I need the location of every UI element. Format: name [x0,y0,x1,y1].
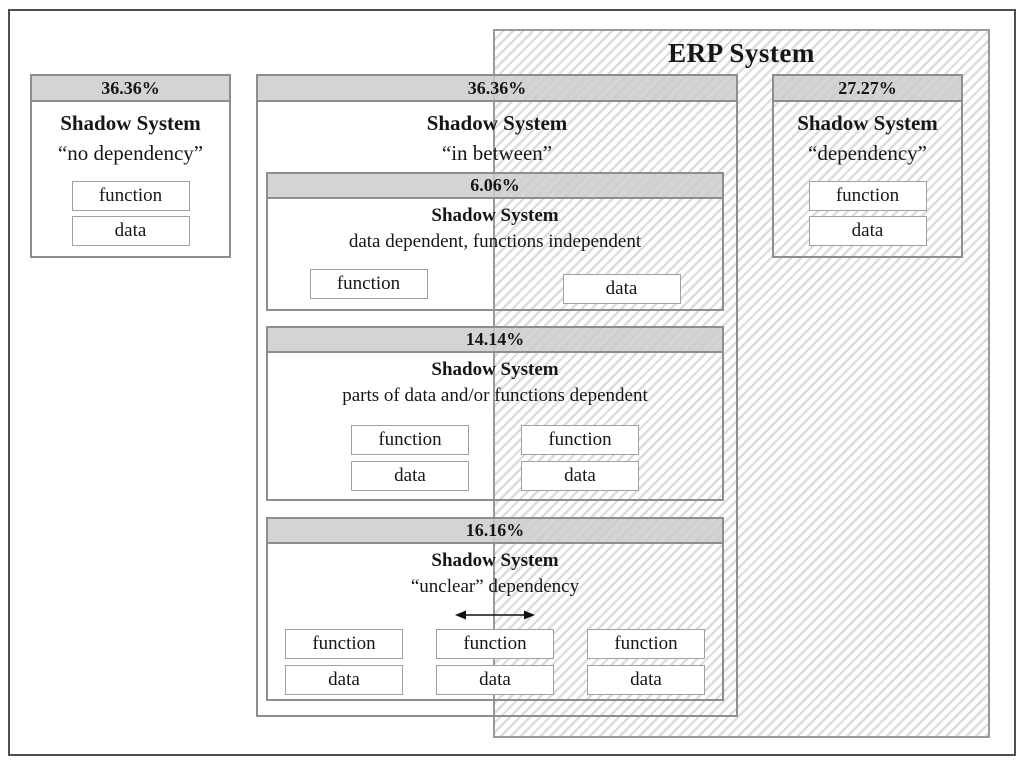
shadow-system-parts-dependent-box: 14.14% Shadow System parts of data and/o… [266,326,724,501]
double-arrow-icon [268,608,722,621]
function-chip: function [309,269,428,299]
function-chip: function [521,425,639,455]
shadow-system-unclear-dependency-box: 16.16% Shadow System “unclear” dependenc… [266,517,724,701]
chip-column: function data [436,629,554,695]
function-chip: function [71,181,190,211]
box-title: Shadow System [431,205,559,226]
shadow-system-in-between-box: 36.36% Shadow System “in between” [256,74,738,717]
function-chip: function [436,629,554,659]
shadow-system-dependency-box: 27.27% Shadow System “dependency” functi… [772,74,963,258]
figure-frame [8,9,1016,756]
data-chip: data [436,665,554,695]
data-chip: data [71,216,190,246]
box-subtitle: data dependent, functions independent [348,231,642,252]
box-subtitle: “no dependency” [57,141,204,165]
percent-header: 36.36% [258,76,736,102]
chip-column: function data [587,629,705,695]
box-title: Shadow System [797,111,938,135]
percent-header: 6.06% [268,174,722,199]
box-title: Shadow System [431,359,559,380]
percent-header: 36.36% [32,76,229,102]
box-subtitle: “in between” [441,141,553,165]
erp-system-title: ERP System [668,38,815,68]
box-subtitle: “dependency” [808,141,927,165]
percent-header: 27.27% [774,76,961,102]
erp-system-region: ERP System [493,29,990,738]
data-chip: data [521,461,639,491]
box-subtitle: parts of data and/or functions dependent [342,385,648,406]
box-title: Shadow System [60,111,201,135]
shadow-system-data-dependent-box: 6.06% Shadow System data dependent, func… [266,172,724,311]
data-chip: data [351,461,469,491]
box-title: Shadow System [431,550,559,571]
data-chip: data [808,216,927,246]
chip-column: function data [351,425,469,491]
data-chip: data [562,274,681,304]
percent-header: 16.16% [268,519,722,544]
chip-column: function data [521,425,639,491]
function-chip: function [285,629,403,659]
function-chip: function [351,425,469,455]
box-subtitle: “unclear” dependency [410,576,580,597]
data-chip: data [587,665,705,695]
box-title: Shadow System [426,111,568,135]
chip-column: function data [285,629,403,695]
data-chip: data [285,665,403,695]
shadow-system-no-dependency-box: 36.36% Shadow System “no dependency” fun… [30,74,231,258]
function-chip: function [808,181,927,211]
function-chip: function [587,629,705,659]
percent-header: 14.14% [268,328,722,353]
